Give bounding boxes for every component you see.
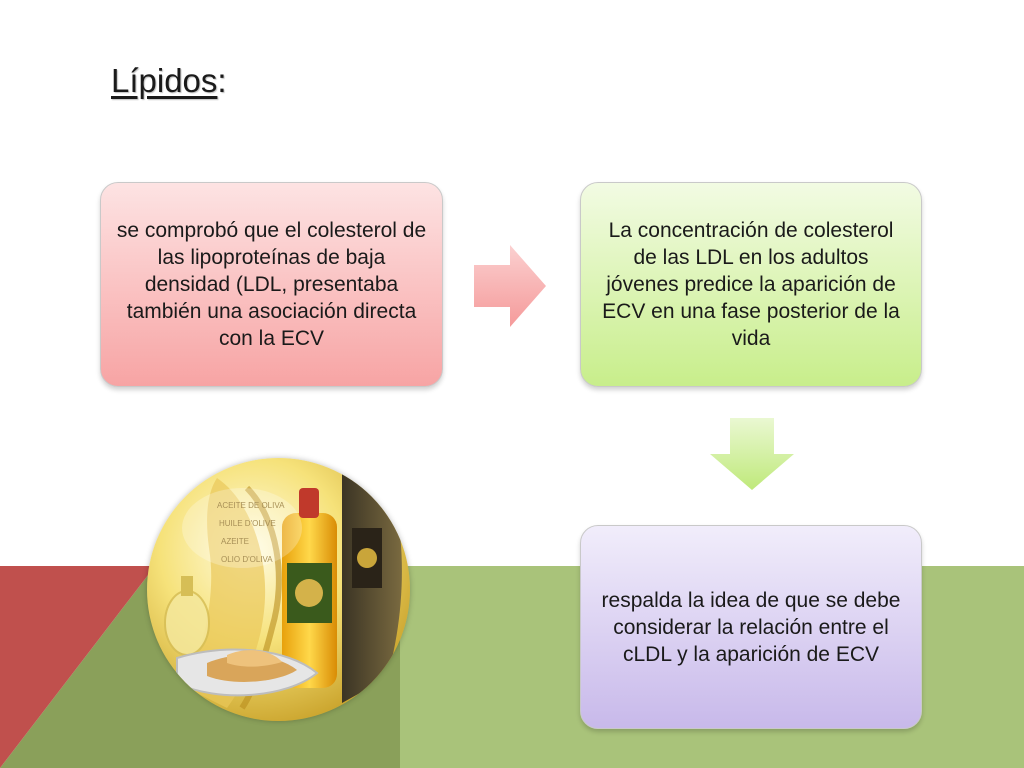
text-box-ldl-concentration-text: La concentración de colesterol de las LD…	[602, 219, 900, 350]
text-box-ldl-association: se comprobó que el colesterol de las lip…	[100, 182, 443, 387]
text-box-ldl-concentration: La concentración de colesterol de las LD…	[580, 182, 922, 387]
photo-label-2: HUILE D'OLIVE	[219, 519, 276, 528]
slide-title-colon: :	[217, 62, 227, 99]
arrow-right-icon	[474, 245, 546, 327]
olive-oil-sphere-image: ACEITE DE OLIVA HUILE D'OLIVE AZEITE OLI…	[147, 458, 410, 721]
slide-title-text: Lípidos	[111, 62, 218, 99]
photo-label-3: AZEITE	[221, 537, 249, 546]
text-box-cldl-relation: respalda la idea de que se debe consider…	[580, 525, 922, 729]
photo-label-1: ACEITE DE OLIVA	[217, 501, 285, 510]
background-red-triangle	[0, 566, 155, 768]
photo-label-4: OLIO D'OLIVA	[221, 555, 273, 564]
olive-oil-illustration: ACEITE DE OLIVA HUILE D'OLIVE AZEITE OLI…	[147, 458, 410, 721]
slide-title: Lípidos:	[111, 62, 227, 100]
text-box-ldl-association-text: se comprobó que el colesterol de las lip…	[116, 219, 427, 350]
arrow-down-icon	[710, 418, 794, 490]
text-box-cldl-relation-text: respalda la idea de que se debe consider…	[601, 588, 901, 666]
